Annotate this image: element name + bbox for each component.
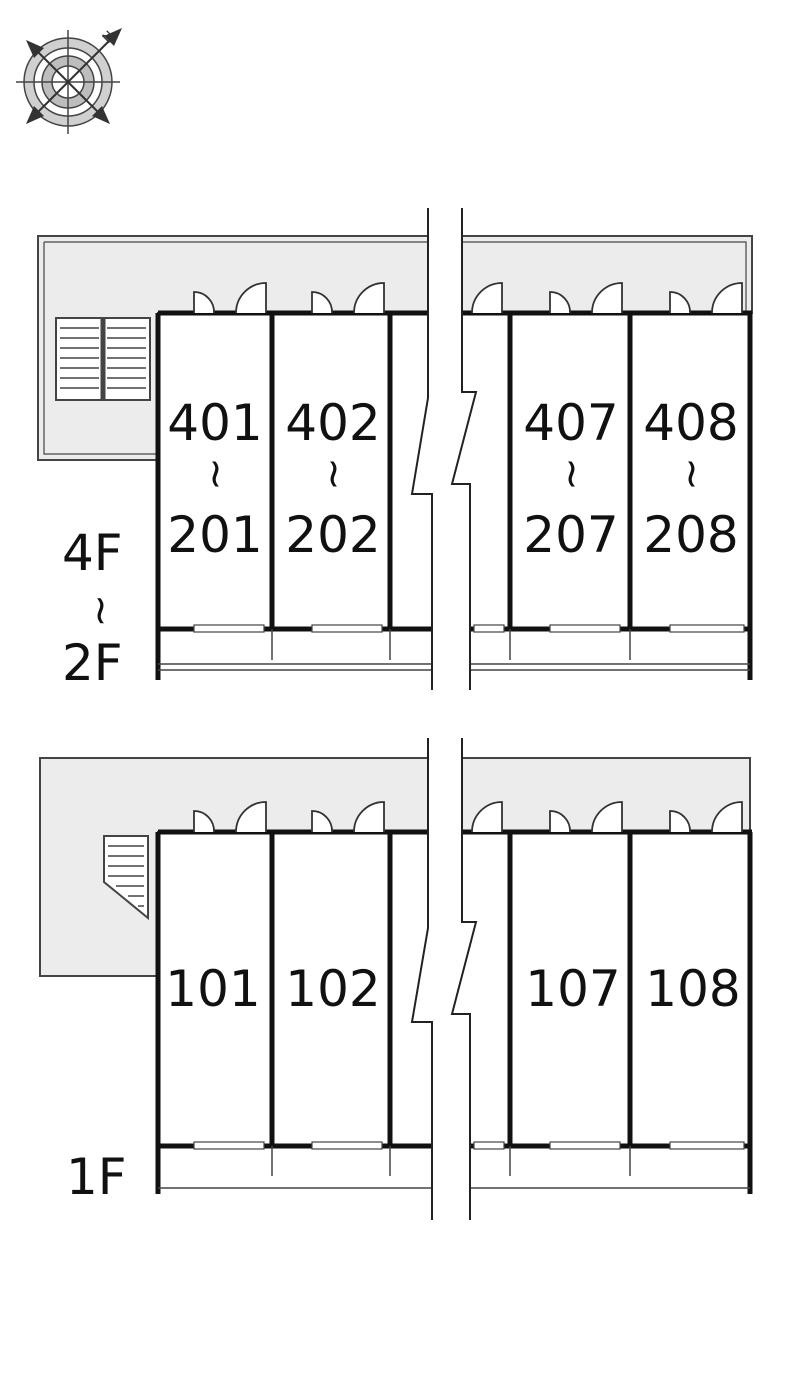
floor-label: 1F: [66, 1148, 127, 1206]
unit-label-bottom: 208: [643, 506, 738, 564]
unit-label-top: 401: [167, 394, 262, 452]
window-icon: [193, 624, 745, 633]
break-line-icon: [410, 208, 478, 690]
unit-label: 108: [645, 960, 740, 1018]
staircase-icon: [103, 835, 149, 921]
unit-label-top: 402: [285, 394, 380, 452]
compass-icon: N: [16, 28, 122, 134]
staircase-icon: [55, 317, 151, 401]
break-line-icon: [410, 738, 478, 1220]
lower-floor-plan: 1F 101 102 107 108: [39, 738, 753, 1220]
unit-label-top: 407: [523, 394, 618, 452]
door-icon: [193, 801, 743, 833]
window-icon: [193, 1141, 745, 1150]
floor-label-top: 4F: [62, 524, 123, 582]
unit-label-top: 408: [643, 394, 738, 452]
compass-north-label: N: [100, 28, 119, 47]
unit-label-bottom: 201: [167, 506, 262, 564]
unit-label: 101: [165, 960, 260, 1018]
floor-label-separator: ~: [78, 594, 124, 628]
unit-label-bottom: 207: [523, 506, 618, 564]
unit-label-separator: ~: [549, 457, 595, 491]
unit-label-bottom: 202: [285, 506, 380, 564]
floor-label-bottom: 2F: [62, 634, 123, 692]
unit-label-separator: ~: [311, 457, 357, 491]
unit-label: 107: [525, 960, 620, 1018]
unit-label-separator: ~: [669, 457, 715, 491]
unit-label-separator: ~: [193, 457, 239, 491]
unit-label: 102: [285, 960, 380, 1018]
door-icon: [193, 282, 743, 314]
upper-floor-plan: 4F ~ 2F 401 ~ 201 402 ~ 202 407 ~ 207 40…: [37, 208, 753, 692]
